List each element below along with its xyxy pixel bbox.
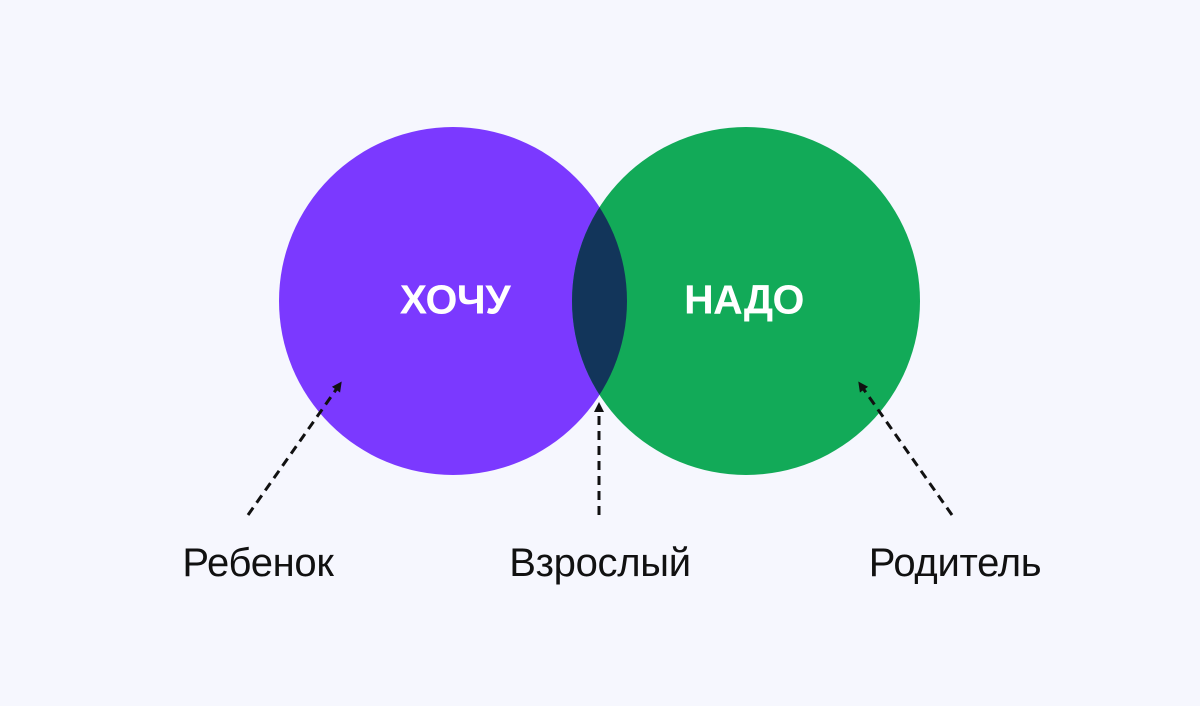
child-label: Ребенок [182,541,334,585]
child-arrow [246,381,342,516]
parent-label: Родитель [868,541,1042,585]
need-label: НАДО [684,276,804,323]
want-label: ХОЧУ [399,276,511,323]
adult-label: Взрослый [509,541,691,585]
need-circle [572,127,920,475]
parent-arrow [858,381,954,516]
want-circle [279,127,627,475]
